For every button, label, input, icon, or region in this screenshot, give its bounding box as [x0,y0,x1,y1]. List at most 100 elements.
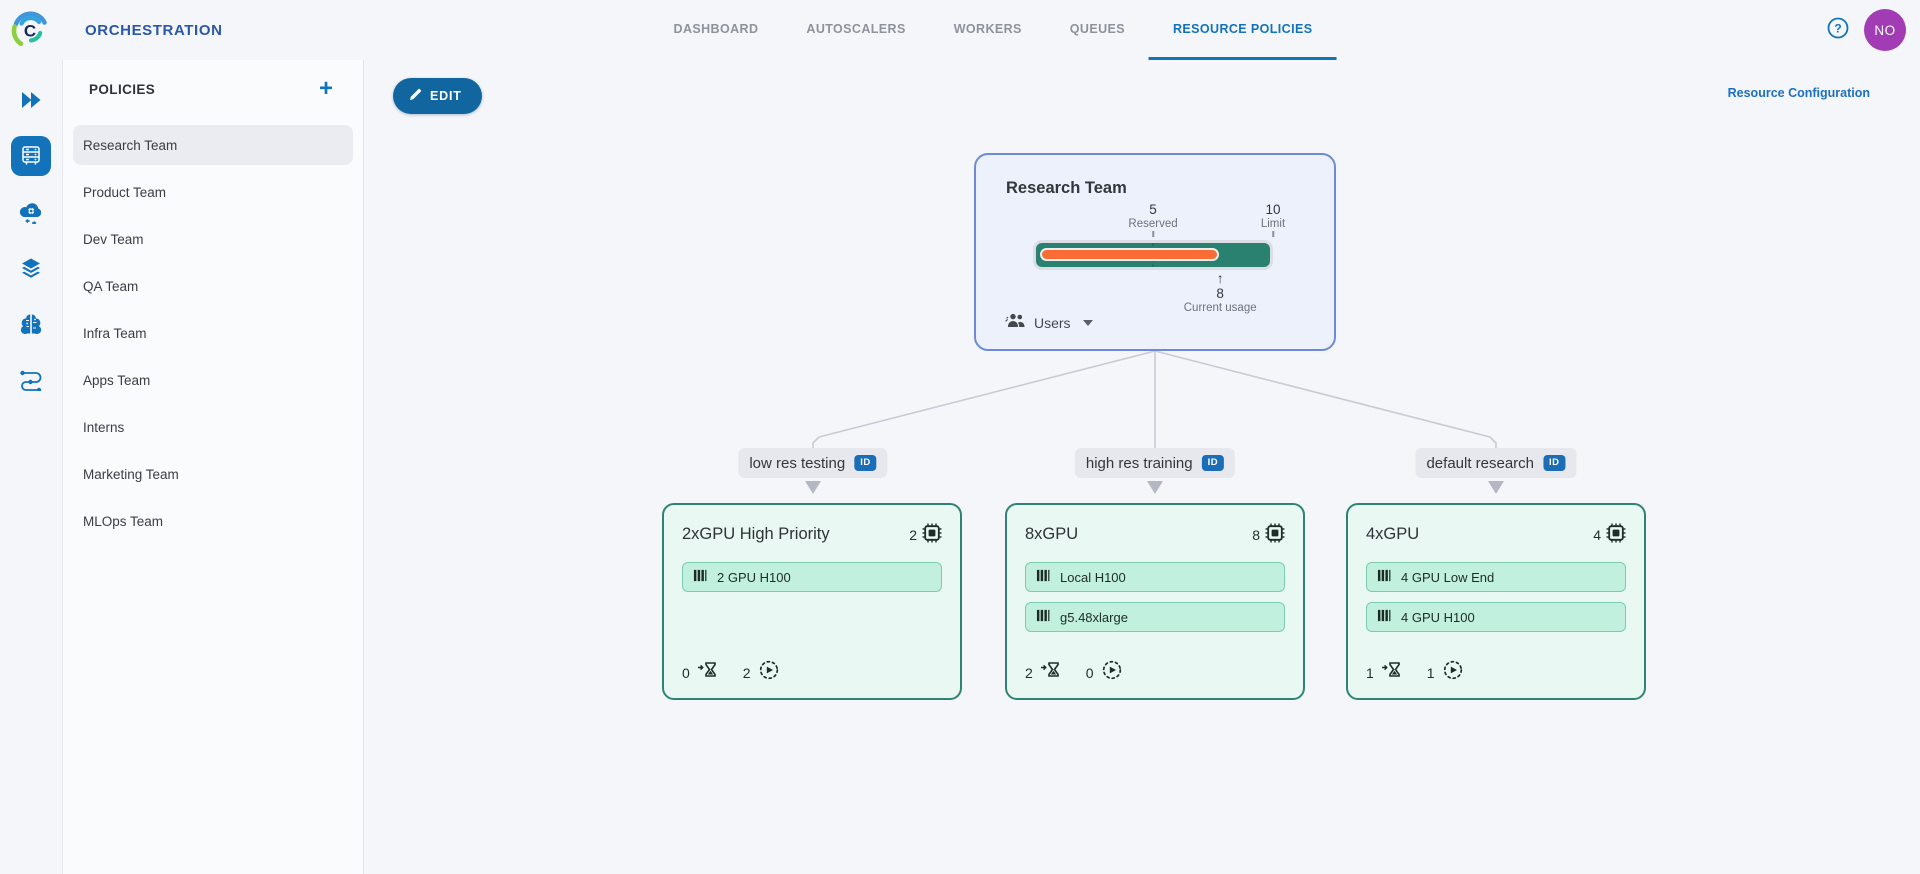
limit-value: 10 [1265,202,1281,217]
reserved-tick [1152,231,1154,237]
resource-tag[interactable]: Local H100 [1025,562,1285,592]
policy-list: Research Team Product Team Dev Team QA T… [63,118,363,545]
policies-title: POLICIES [89,81,156,97]
add-policy-button[interactable]: + [318,75,333,102]
resource-tag[interactable]: 2 GPU H100 [682,562,942,592]
pool-status-row: 1 1 [1366,659,1464,686]
autoscaler-cloud-icon[interactable] [11,192,51,232]
expand-sidebar-icon[interactable] [11,80,51,120]
help-icon[interactable]: ? [1826,16,1850,45]
pending-count: 2 [1025,664,1033,681]
barcode-icon [1377,568,1392,586]
pipelines-icon[interactable] [11,360,51,400]
rail-divider [62,0,63,874]
quota-bar-track [1033,240,1273,270]
edit-button[interactable]: EDIT [393,78,482,114]
user-avatar[interactable]: NO [1864,9,1906,51]
tab-queues[interactable]: QUEUES [1069,21,1125,36]
running-count: 1 [1426,664,1435,681]
resource-tag[interactable]: 4 GPU H100 [1366,602,1626,632]
policy-item-interns[interactable]: Interns [83,420,125,435]
resource-configuration-link[interactable]: Resource Configuration [1727,86,1870,100]
tab-autoscalers[interactable]: AUTOSCALERS [806,21,906,36]
usage-bar [1040,248,1220,261]
running-count: 2 [742,664,751,681]
running-spinner-icon [1101,659,1123,686]
policies-panel-header: POLICIES + [63,60,363,118]
pool-title: 8xGPU [1025,525,1079,543]
gpu-chip-icon [1606,523,1626,546]
svg-text:C: C [24,22,36,41]
chevron-down-icon [1082,319,1093,326]
policy-item-qa-team[interactable]: QA Team [83,279,139,294]
resource-tag[interactable]: g5.48xlarge [1025,602,1285,632]
orchestration-servers-icon[interactable] [11,136,51,176]
barcode-icon [1377,608,1392,626]
usage-value: 8 [1216,286,1224,301]
svg-text:?: ? [1834,21,1841,35]
pool-status-row: 0 2 [682,659,780,686]
limit-caption: Limit [1260,218,1286,230]
policy-item-apps-team[interactable]: Apps Team [83,373,151,388]
current-usage-pointer: ↑ 8 Current usage [1183,271,1257,314]
queue-arrow-icon [805,481,821,494]
limit-tick [1272,231,1274,237]
tab-resource-policies[interactable]: RESOURCE POLICIES [1149,0,1337,60]
queue-id-badge[interactable]: ID [1201,455,1225,471]
pending-hourglass-icon [1381,661,1403,684]
clearml-logo-icon[interactable]: C [9,9,51,51]
policies-panel: POLICIES + Research Team Product Team De… [63,60,363,874]
pool-title: 2xGPU High Priority [682,525,830,543]
layers-icon[interactable] [11,248,51,288]
users-group-icon [1004,312,1026,333]
quota-bar: 5 Reserved 10 Limit ↑ 8 [1033,202,1285,314]
running-spinner-icon [1442,659,1464,686]
pool-status-row: 2 0 [1025,659,1123,686]
barcode-icon [1036,568,1051,586]
policy-node-research-team: Research Team 5 Reserved 10 Limit [974,153,1336,351]
reserved-label-group: 5 Reserved [1128,202,1177,230]
usage-caption: Current usage [1183,302,1257,314]
top-bar-actions: ? NO [1826,0,1906,60]
resource-policy-canvas: EDIT Resource Configuration Research Tea… [364,60,1920,874]
policy-item-product-team[interactable]: Product Team [83,185,167,200]
pencil-icon [409,88,422,104]
queue-label-default-research[interactable]: default research ID [1415,448,1577,478]
gpu-count: 4 [1593,523,1626,546]
policy-item-dev-team[interactable]: Dev Team [83,232,144,247]
policy-item-infra-team[interactable]: Infra Team [83,326,147,341]
pending-count: 1 [1366,664,1374,681]
policy-item-research-team[interactable]: Research Team [73,125,353,165]
policy-item-mlops-team[interactable]: MLOps Team [83,514,164,529]
queue-arrow-icon [1147,481,1163,494]
queue-label-high-res-training[interactable]: high res training ID [1074,448,1236,478]
running-spinner-icon [758,659,780,686]
queue-id-badge[interactable]: ID [854,455,877,471]
queue-label-low-res-testing[interactable]: low res testing ID [738,448,888,478]
queue-id-badge[interactable]: ID [1543,455,1566,471]
policy-item-marketing-team[interactable]: Marketing Team [83,467,179,482]
running-count: 0 [1085,664,1094,681]
top-bar: C ORCHESTRATION DASHBOARD AUTOSCALERS WO… [0,0,1920,60]
tab-dashboard[interactable]: DASHBOARD [673,21,759,36]
gpu-count: 2 [909,523,942,546]
pool-node-4xgpu: 4xGPU 4 [1346,503,1646,700]
policy-node-title: Research Team [1006,179,1127,197]
reserved-value: 5 [1149,202,1157,217]
queue-arrow-icon [1488,481,1504,494]
limit-label-group: 10 Limit [1261,202,1285,230]
panel-divider [363,60,364,874]
side-icon-rail [0,60,62,874]
users-dropdown[interactable]: Users [1004,312,1093,333]
pool-title: 4xGPU [1366,525,1420,543]
resource-tag[interactable]: 4 GPU Low End [1366,562,1626,592]
main-tabs: DASHBOARD AUTOSCALERS WORKERS QUEUES RES… [650,0,1337,60]
ai-brain-icon[interactable] [11,304,51,344]
barcode-icon [1036,608,1051,626]
reserved-caption: Reserved [1128,218,1178,230]
pending-count: 0 [682,664,690,681]
page-title: ORCHESTRATION [85,21,223,39]
users-label: Users [1034,314,1071,331]
tab-workers[interactable]: WORKERS [953,21,1022,36]
